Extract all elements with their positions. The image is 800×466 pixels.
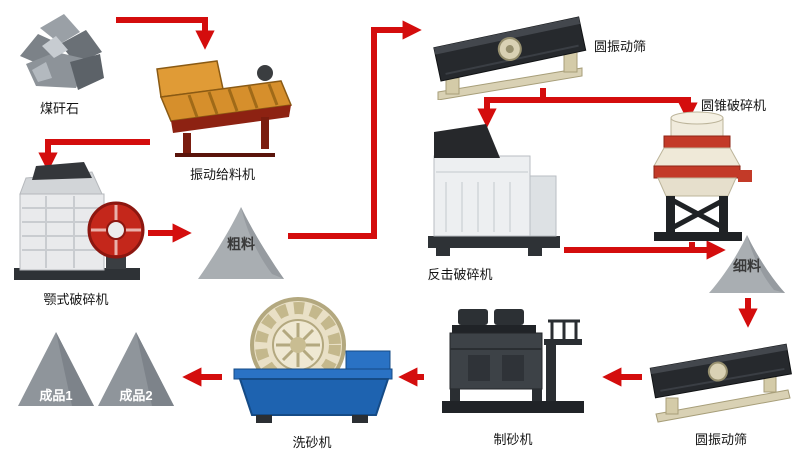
product-2-label: 成品2 (119, 388, 153, 403)
arrow-screen-to-impact (477, 88, 546, 128)
arrow-screen-to-cone (543, 97, 698, 122)
product-2-illustration (98, 332, 174, 406)
jaw-inlet (32, 162, 92, 180)
screen-top-label: 圆振动筛 (594, 39, 647, 54)
screen-top-illustration (433, 16, 587, 101)
arrow-coarse-to-screen-top (288, 20, 422, 239)
fine-material-cone (706, 232, 788, 301)
impact-inlet (434, 124, 500, 158)
sand-maker-label: 制砂机 (493, 432, 533, 447)
jaw-crusher (6, 148, 146, 291)
jaw-crusher-label: 颚式破碎机 (43, 292, 109, 307)
screen-bottom-illustration (649, 343, 792, 423)
impact-crusher-illustration (428, 124, 560, 256)
product-1-triangle (14, 328, 98, 415)
coarse-material-cone (194, 204, 288, 287)
sand-washer (226, 293, 398, 430)
fine-material-label: 细料 (733, 258, 761, 274)
vibrating-feeder-label: 振动给料机 (189, 167, 255, 182)
motor-right (494, 309, 524, 325)
fine-cone-illustration (709, 235, 785, 293)
product-2-triangle (94, 328, 178, 415)
rock-pile-illustration (20, 14, 104, 90)
vibrating-feeder-illustration (156, 60, 293, 157)
circular-vibrating-screen-top (424, 2, 596, 105)
product-1-label: 成品1 (39, 388, 73, 403)
impact-crusher-label: 反击破碎机 (427, 267, 493, 282)
cone-motor (738, 170, 752, 182)
coarse-cone-illustration (198, 207, 284, 279)
jaw-crusher-illustration (14, 162, 145, 280)
sand-maker-illustration (442, 309, 584, 413)
platform-railing (548, 319, 580, 339)
cone-crusher (642, 106, 754, 249)
coal-gangue-pile (12, 6, 107, 101)
impact-crusher (416, 112, 568, 267)
screen-bottom-label: 圆振动筛 (694, 432, 747, 447)
motor-left (458, 309, 488, 325)
exciter-wheel (707, 361, 728, 382)
cone-crusher-illustration (653, 111, 752, 241)
arrow-gangue-to-feeder (116, 17, 215, 50)
cone-crusher-label: 圆锥破碎机 (701, 98, 767, 113)
circular-vibrating-screen-bottom (646, 330, 796, 429)
sand-washer-label: 洗砂机 (292, 435, 332, 450)
sand-washer-illustration (233, 297, 393, 423)
product-1-illustration (18, 332, 94, 406)
sand-maker (428, 303, 598, 430)
arrow-feeder-to-jaw (38, 139, 150, 172)
washer-tank (238, 378, 390, 416)
vibrating-feeder (145, 55, 300, 165)
coarse-material-label: 粗料 (227, 236, 255, 252)
coal-gangue-label: 煤矸石 (39, 101, 79, 116)
